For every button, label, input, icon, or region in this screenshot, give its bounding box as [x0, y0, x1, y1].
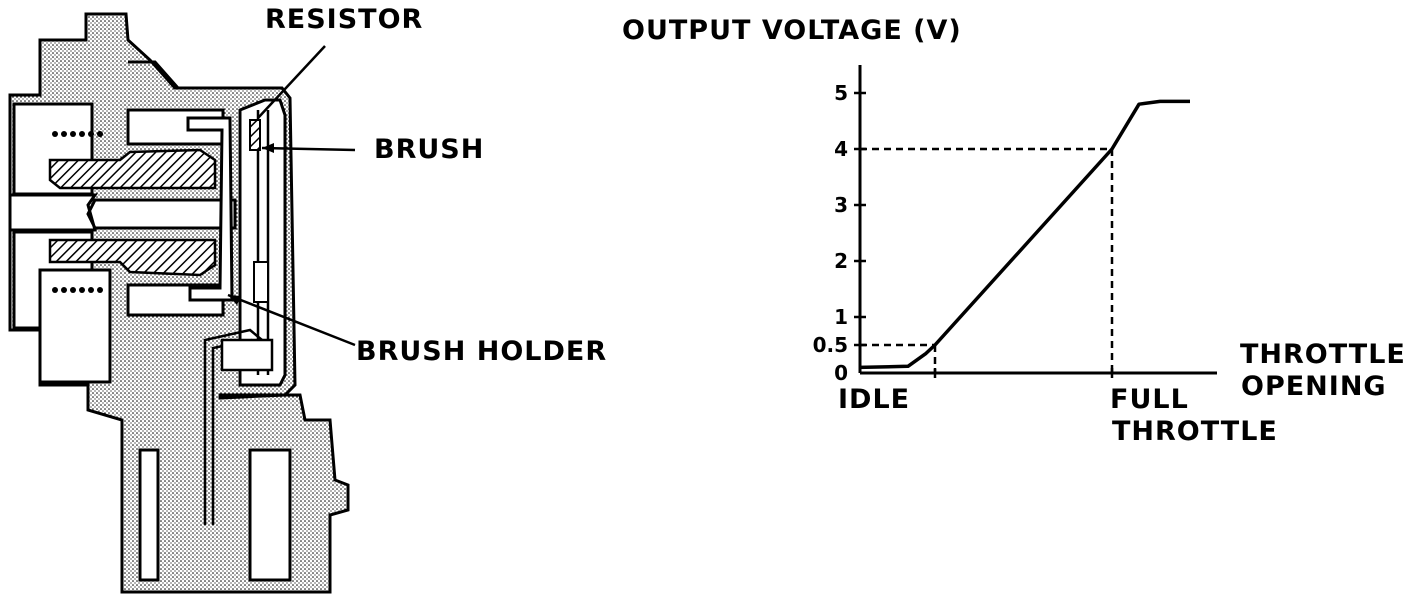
- chart-series: [859, 99, 1190, 370]
- brush-holder-leader-line: [227, 293, 356, 347]
- x-label-idle: IDLE: [838, 384, 911, 415]
- y-tick-label: 0: [834, 361, 848, 385]
- rotor-shaft: [8, 193, 237, 232]
- upper-bushing: [48, 148, 217, 190]
- lower-spring: [52, 287, 103, 293]
- connector-pin-left: [138, 448, 160, 582]
- y-tick-label: 2: [834, 249, 848, 273]
- y-tick-label: 1: [834, 305, 848, 329]
- housing-cover: [128, 60, 180, 89]
- brush-holder: [186, 116, 234, 302]
- chart-x-axis-title-line1: THROTTLE: [1240, 339, 1406, 370]
- chart-axes: [858, 65, 1217, 375]
- y-tick-label: 4: [834, 137, 848, 161]
- connector-pin-right: [248, 448, 292, 582]
- y-tick-label: 0.5: [813, 333, 848, 357]
- resistor-label: RESISTOR: [265, 4, 424, 35]
- y-tick-label: 3: [834, 193, 848, 217]
- resistor-leader-line: [257, 45, 326, 119]
- brush-holder-label: BRUSH HOLDER: [356, 336, 608, 367]
- brush-label: BRUSH: [374, 134, 485, 165]
- brush-leader-line: [261, 146, 356, 152]
- x-label-full-throttle-line1: FULL: [1110, 384, 1189, 415]
- chart-x-axis-title-line2: OPENING: [1241, 371, 1387, 402]
- chart-guide-lines: [860, 147, 1114, 378]
- upper-spring: [52, 131, 103, 137]
- y-tick-label: 5: [834, 81, 848, 105]
- x-label-full-throttle-line2: THROTTLE: [1112, 416, 1278, 447]
- output-voltage-line: [859, 99, 1190, 370]
- lower-bushing: [48, 238, 217, 277]
- chart-y-axis-title: OUTPUT VOLTAGE (V): [622, 15, 962, 46]
- chart-y-ticks: 0 0.5 1 2 3 4 5: [813, 81, 866, 385]
